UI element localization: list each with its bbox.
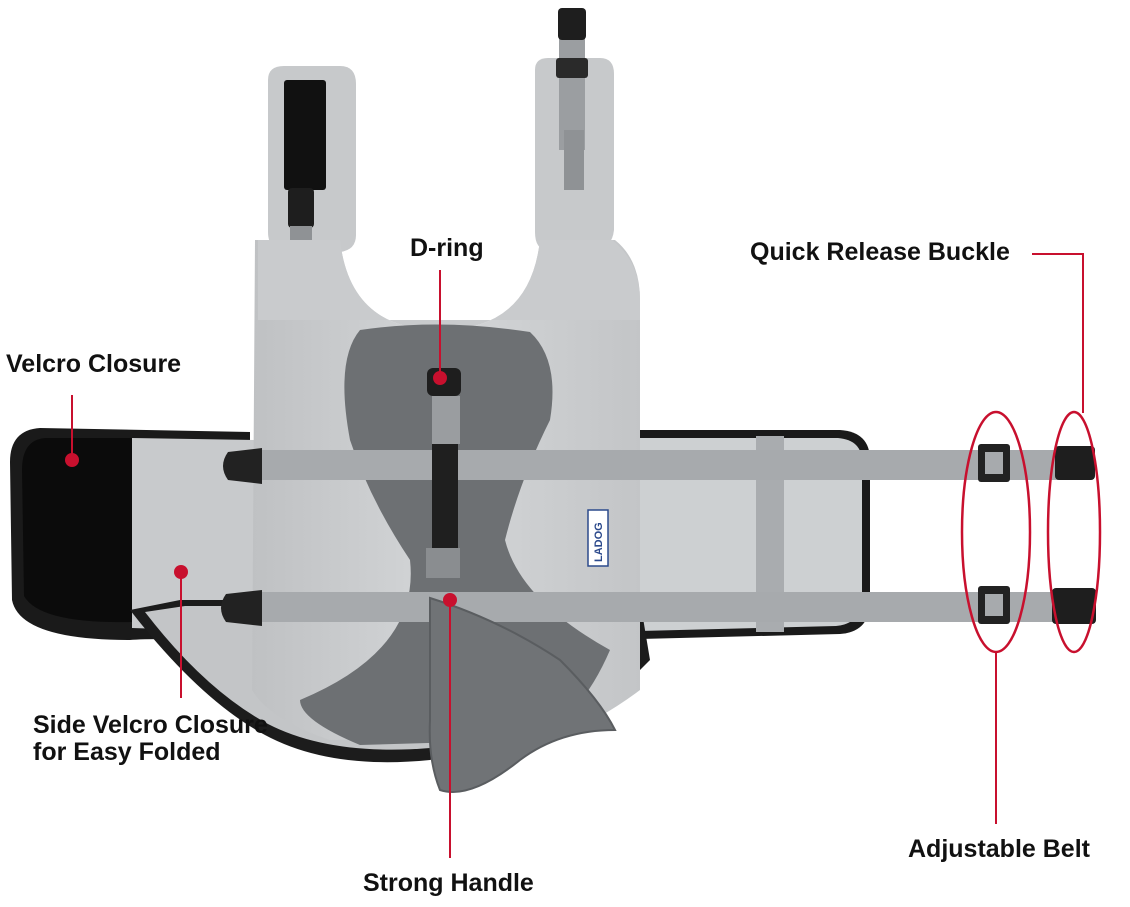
velcro-closure-flap: [10, 428, 255, 640]
strong-handle-label: Strong Handle: [363, 869, 534, 897]
upper-belt: [223, 444, 1095, 484]
quick-release-ellipse: [1046, 410, 1102, 654]
brand-tag: LADOG: [587, 509, 609, 567]
left-shoulder-strap: [268, 66, 356, 262]
brand-tag-text: LADOG: [593, 522, 605, 562]
lower-belt: [221, 586, 1096, 626]
side-velcro-closure-label: Side Velcro Closure for Easy Folded: [33, 712, 268, 766]
d-ring-label: D-ring: [410, 234, 484, 262]
strong-handle: [426, 444, 460, 578]
velcro-closure-label: Velcro Closure: [6, 350, 182, 378]
shark-fin: [428, 596, 617, 793]
side-velcro-line2: for Easy Folded: [33, 738, 221, 766]
quick-release-buckle-label: Quick Release Buckle: [750, 238, 1010, 266]
callout-dots: [65, 371, 457, 607]
side-velcro-line1: Side Velcro Closure: [33, 711, 268, 739]
adjustable-belt-label: Adjustable Belt: [908, 835, 1090, 863]
vest-back-panel: [600, 430, 870, 640]
callout-lines: [71, 253, 1084, 858]
right-shoulder-strap: [535, 8, 614, 250]
